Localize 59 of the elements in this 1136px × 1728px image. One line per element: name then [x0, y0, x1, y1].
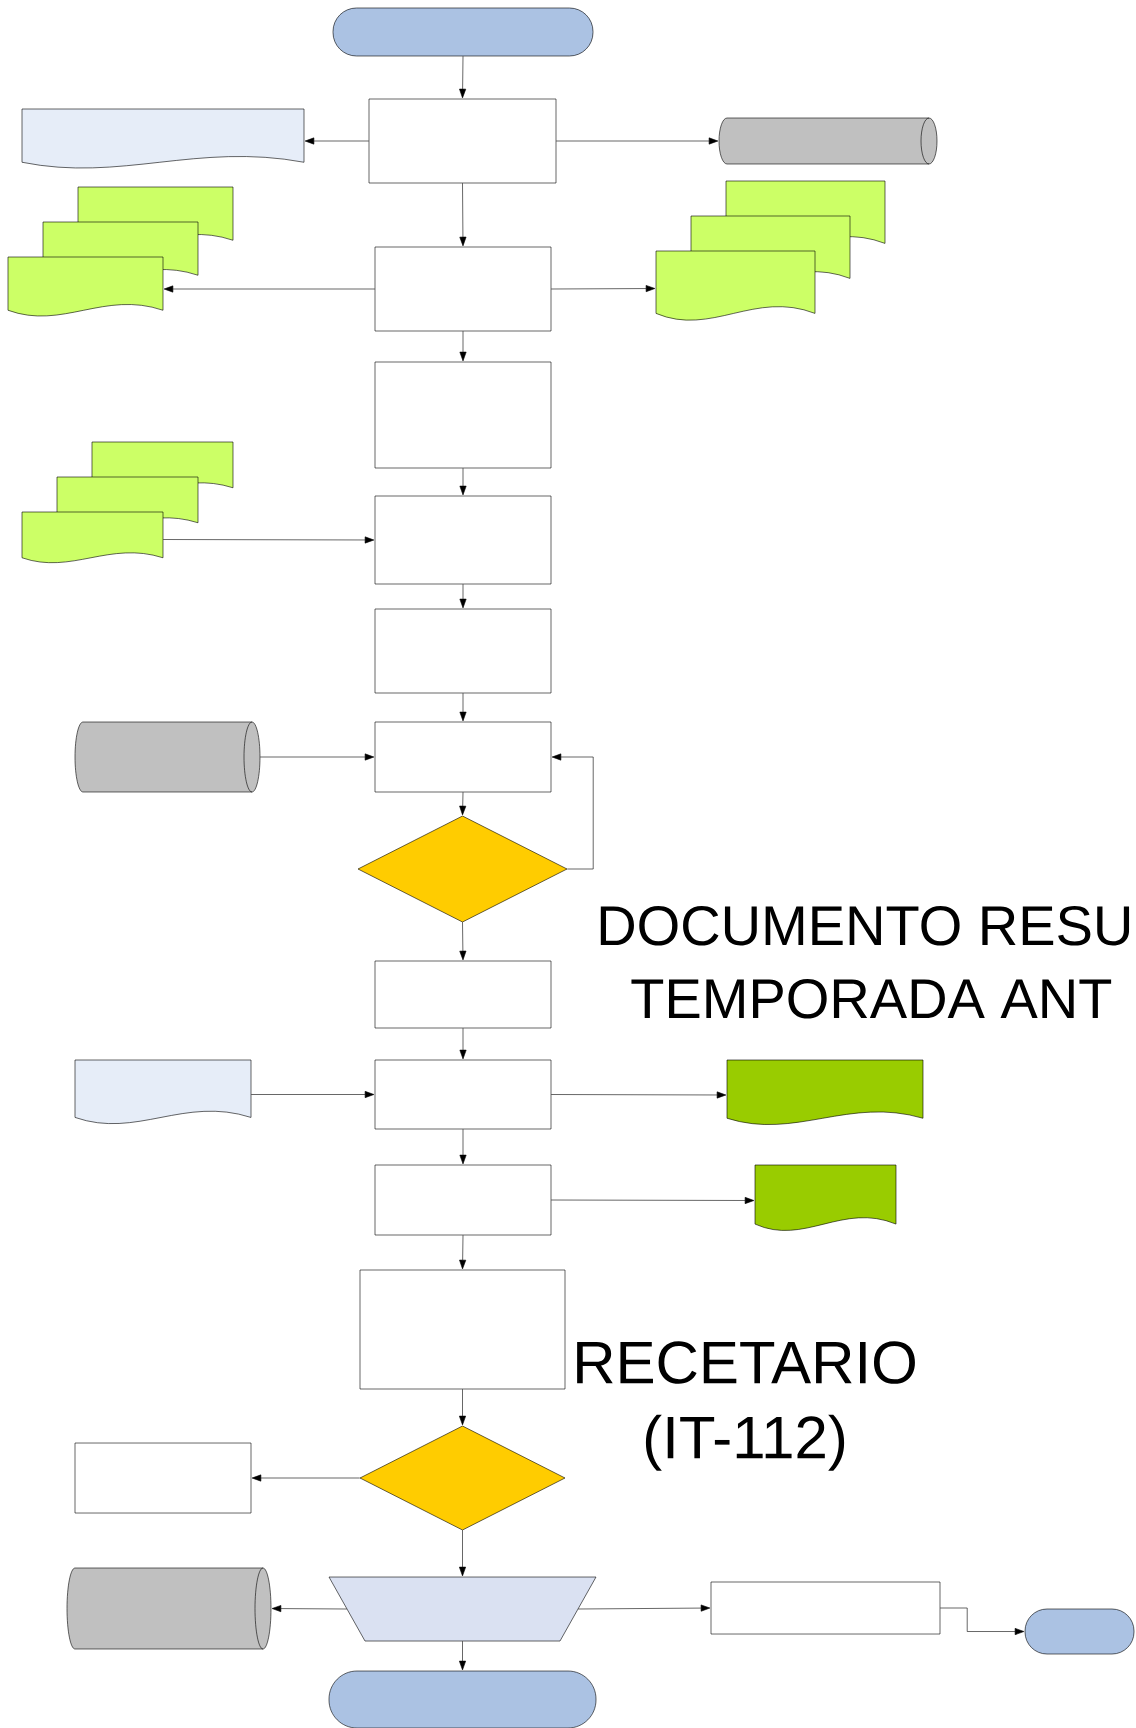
arrow — [550, 1091, 727, 1099]
arrow — [550, 1197, 755, 1204]
arrow — [259, 753, 375, 761]
storage-cylinder — [74, 721, 261, 793]
arrow — [551, 753, 594, 870]
process-box — [374, 1059, 552, 1130]
arrow — [459, 791, 467, 816]
arrow — [250, 1091, 375, 1098]
storage-cylinder — [66, 1567, 272, 1650]
manual-operation-shape — [328, 1576, 597, 1642]
process-box — [74, 1442, 252, 1514]
process-box — [374, 721, 552, 793]
arrow — [459, 467, 467, 496]
terminal-shape — [1024, 1608, 1135, 1655]
terminal-shape — [332, 7, 594, 57]
arrow — [459, 1388, 466, 1426]
multi-document-shape — [655, 180, 886, 321]
process-box — [374, 1164, 552, 1236]
process-box — [374, 608, 552, 694]
document-shape — [21, 108, 305, 169]
process-box — [359, 1269, 566, 1390]
document-shape — [754, 1164, 897, 1231]
process-box — [374, 495, 552, 585]
storage-cylinder — [718, 117, 938, 165]
arrow — [459, 1128, 467, 1165]
process-box — [374, 361, 552, 469]
process-box — [368, 98, 557, 184]
arrow — [459, 55, 467, 99]
process-box — [710, 1581, 941, 1635]
arrow — [459, 330, 467, 362]
process-box — [374, 246, 552, 332]
label-text: RECETARIO (IT-112) — [577, 1341, 915, 1471]
process-box — [374, 960, 552, 1029]
arrow — [271, 1605, 348, 1613]
arrow — [459, 1529, 466, 1577]
arrow — [459, 692, 467, 722]
arrow — [163, 285, 376, 293]
arrow — [162, 536, 375, 544]
terminal-shape — [328, 1670, 597, 1728]
document-shape — [726, 1059, 924, 1125]
arrow — [459, 583, 467, 609]
decision-diamond — [359, 1425, 566, 1531]
arrow — [459, 1027, 467, 1060]
decision-diamond — [357, 815, 568, 923]
multi-document-shape — [7, 186, 234, 317]
arrow — [459, 182, 467, 247]
arrow — [577, 1604, 711, 1612]
arrow — [251, 1474, 361, 1482]
label-text: DOCUMENTO RESU — [600, 905, 1130, 946]
arrow — [459, 1234, 467, 1270]
arrow — [939, 1607, 1025, 1635]
multi-document-shape — [21, 441, 234, 563]
arrow — [555, 137, 719, 145]
label-text: TEMPORADA ANT — [631, 978, 1112, 1019]
document-shape — [74, 1059, 252, 1124]
arrow — [459, 921, 467, 961]
arrow — [459, 1640, 466, 1671]
arrow — [304, 137, 370, 145]
arrow — [550, 285, 656, 292]
